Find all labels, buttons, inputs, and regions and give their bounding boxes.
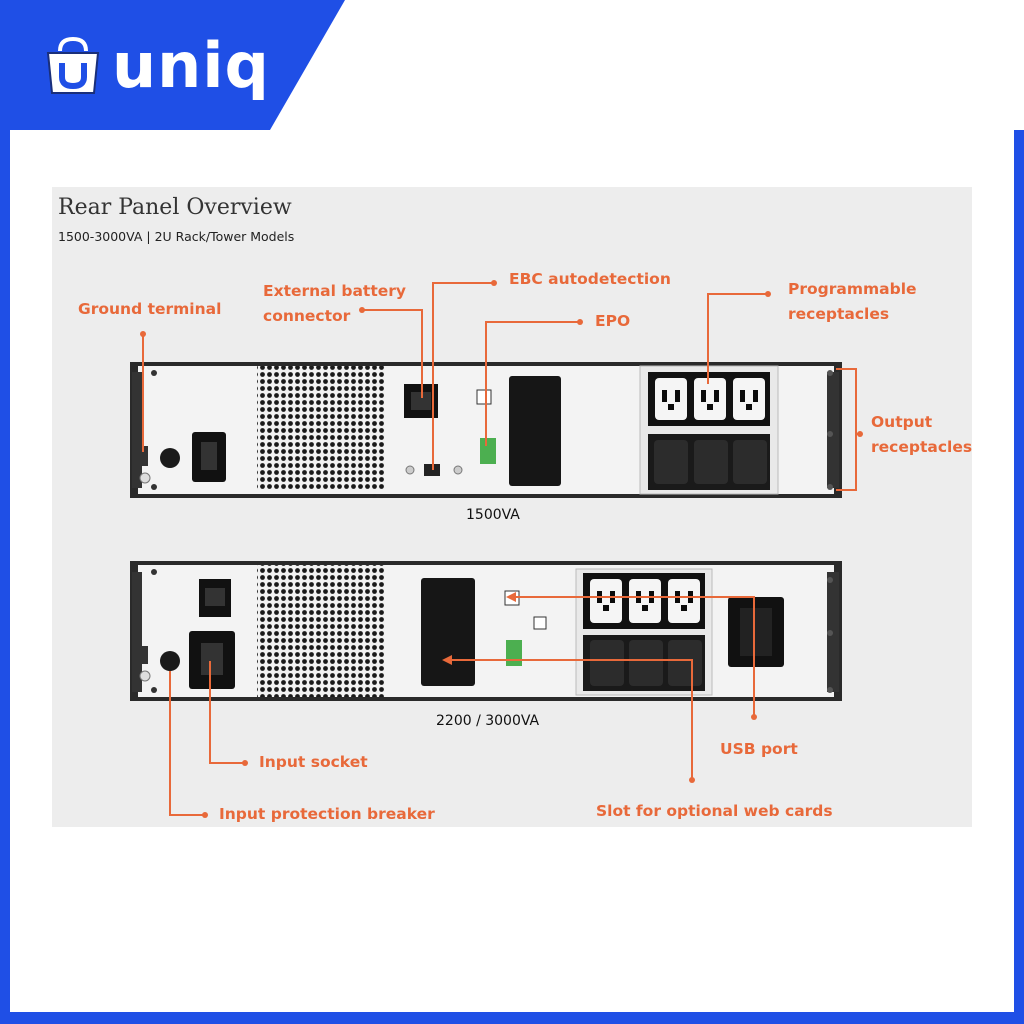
callout-dots — [140, 280, 863, 818]
label-ground-terminal: Ground terminal — [78, 300, 222, 318]
rack-ear-left — [132, 572, 142, 692]
chassis-face — [138, 565, 834, 697]
diagram-title: Rear Panel Overview — [58, 195, 292, 220]
label-output-line1: Output — [871, 413, 933, 431]
ups-3000va-rear-panel — [130, 561, 842, 701]
label-epo: EPO — [595, 312, 631, 330]
callout-arrowheads — [442, 592, 516, 665]
cooling-fan-grille — [257, 366, 385, 490]
rear-panel-diagram: Rear Panel Overview 1500-3000VA | 2U Rac… — [52, 187, 972, 827]
web-card-slot — [421, 578, 475, 686]
label-input-socket: Input socket — [259, 753, 368, 771]
label-web-card-slot: Slot for optional web cards — [596, 802, 833, 820]
epo-connector — [480, 438, 496, 464]
label-output-line2: receptacles — [871, 438, 973, 456]
diagram-subtitle: 1500-3000VA | 2U Rack/Tower Models — [58, 229, 295, 244]
rack-ear-left — [132, 372, 142, 488]
rack-ear-right — [827, 372, 839, 488]
black-receptacles — [590, 440, 767, 686]
label-input-protection-breaker: Input protection breaker — [219, 805, 435, 823]
rack-ear-right — [827, 572, 839, 692]
model-label-1500va: 1500VA — [466, 507, 520, 523]
cooling-fan-grille — [257, 565, 385, 697]
label-ebc-autodetection: EBC autodetection — [509, 270, 671, 288]
receptacle-faces — [590, 378, 765, 623]
label-usb-port: USB port — [720, 740, 798, 758]
circuit-breaker — [160, 651, 180, 671]
callout-leader-lines — [142, 282, 860, 816]
label-programmable-line2: receptacles — [788, 305, 890, 323]
brand-name: uniq — [112, 29, 270, 102]
web-card-slot — [509, 376, 561, 486]
label-external-battery-line1: External battery — [263, 282, 406, 300]
model-label-2200-3000va: 2200 / 3000VA — [436, 713, 540, 729]
circuit-breaker — [160, 448, 180, 468]
ground-terminal — [140, 646, 148, 664]
label-programmable-line1: Programmable — [788, 280, 917, 298]
label-external-battery-line2: connector — [263, 307, 351, 325]
shopping-bag-u-icon — [46, 36, 100, 94]
epo-connector — [506, 640, 522, 666]
brand-logo[interactable]: uniq — [42, 28, 270, 104]
ground-terminal — [140, 446, 148, 466]
header-white-shape — [270, 0, 1024, 130]
usb-port — [476, 389, 492, 405]
